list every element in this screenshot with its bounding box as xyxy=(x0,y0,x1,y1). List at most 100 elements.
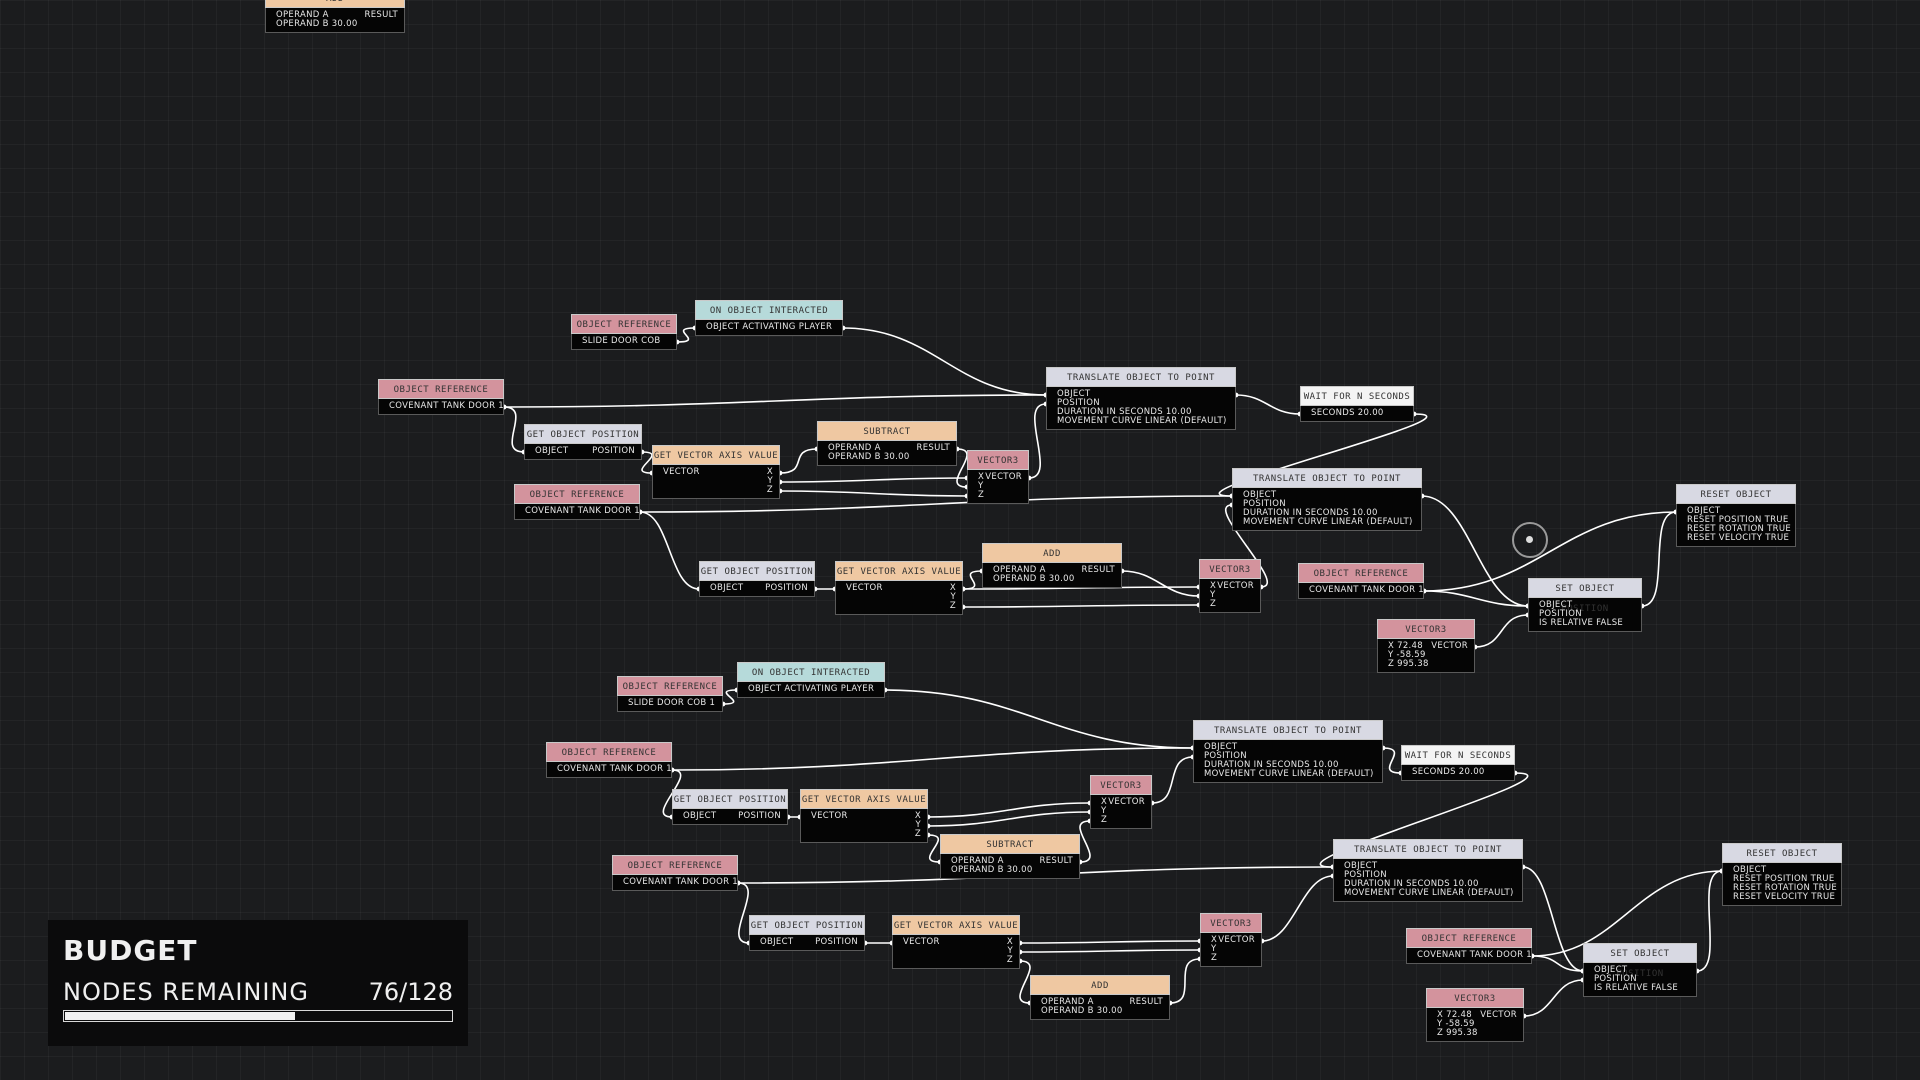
node-input-label: X xyxy=(1211,935,1218,945)
node-header[interactable]: RESET OBJECT xyxy=(1676,484,1796,504)
node-pin-row: Z xyxy=(1210,600,1254,609)
node-input-label: OPERAND B 30.00 xyxy=(276,19,358,29)
node-header[interactable]: TRANSLATE OBJECT TO POINT xyxy=(1333,839,1523,859)
node-header[interactable]: OBJECT REFERENCE xyxy=(514,484,640,504)
node-header[interactable]: WAIT FOR N SECONDS xyxy=(1401,745,1515,765)
node-body: COVENANT TANK DOOR 1 xyxy=(546,762,672,778)
node-pin-row: Y xyxy=(811,821,921,830)
node-wire xyxy=(503,394,1047,408)
node-header[interactable]: ADD xyxy=(265,0,405,8)
node-header[interactable]: ON OBJECT INTERACTED xyxy=(737,662,885,682)
node-output-label: RESULT xyxy=(364,10,398,20)
node-wire xyxy=(639,495,1233,513)
node-header[interactable]: OBJECT REFERENCE xyxy=(1298,563,1424,583)
node-header[interactable]: VECTOR3 xyxy=(1377,619,1475,639)
node-wire xyxy=(1382,747,1402,774)
node-input-label: RESET POSITION TRUE xyxy=(1687,515,1789,525)
node-header[interactable]: SET OBJECT POSITION xyxy=(1528,578,1642,614)
node-pin-row: SLIDE DOOR COB xyxy=(582,337,670,346)
node-header[interactable]: OBJECT REFERENCE xyxy=(612,855,738,875)
node-header[interactable]: VECTOR3 xyxy=(1426,988,1524,1008)
node-input-label: OBJECT xyxy=(1344,861,1378,871)
node-header[interactable]: GET OBJECT POSITION xyxy=(749,915,865,935)
node-header[interactable]: GET VECTOR AXIS VALUE xyxy=(892,915,1020,935)
graph-node-n-ref-slide1[interactable]: OBJECT REFERENCE SLIDE DOOR COB xyxy=(571,314,677,350)
node-header[interactable]: GET VECTOR AXIS VALUE xyxy=(800,789,928,809)
node-wire xyxy=(956,448,968,488)
node-header[interactable]: GET OBJECT POSITION xyxy=(524,424,642,444)
node-header[interactable]: TRANSLATE OBJECT TO POINT xyxy=(1232,468,1422,488)
node-header[interactable]: OBJECT REFERENCE xyxy=(1406,928,1532,948)
node-input-label: OBJECT xyxy=(710,583,744,593)
node-body: COVENANT TANK DOOR 1 xyxy=(1298,583,1424,599)
node-header[interactable]: SUBTRACT xyxy=(817,421,957,441)
node-header[interactable]: VECTOR3 xyxy=(1090,775,1152,795)
node-header[interactable]: WAIT FOR N SECONDS xyxy=(1300,386,1414,406)
node-header[interactable]: ON OBJECT INTERACTED xyxy=(695,300,843,320)
node-header[interactable]: GET VECTOR AXIS VALUE xyxy=(652,445,780,465)
graph-node-n-wait-b[interactable]: WAIT FOR N SECONDS SECONDS 20.00 xyxy=(1401,745,1515,781)
node-header[interactable]: TRANSLATE OBJECT TO POINT xyxy=(1046,367,1236,387)
node-header[interactable]: TRANSLATE OBJECT TO POINT xyxy=(1193,720,1383,740)
node-header[interactable]: OBJECT REFERENCE xyxy=(617,676,723,696)
node-header[interactable]: SET OBJECT POSITION xyxy=(1583,943,1697,979)
node-wire xyxy=(927,811,1091,827)
node-header[interactable]: VECTOR3 xyxy=(1199,559,1261,579)
node-header[interactable]: GET VECTOR AXIS VALUE xyxy=(835,561,963,581)
node-pin-row: SECONDS 20.00 xyxy=(1412,768,1508,777)
node-header[interactable]: OBJECT REFERENCE xyxy=(546,742,672,762)
node-header[interactable]: SUBTRACT xyxy=(940,834,1080,854)
node-header[interactable]: OBJECT REFERENCE xyxy=(571,314,677,334)
node-header[interactable]: ADD xyxy=(1030,975,1170,995)
node-header[interactable]: VECTOR3 xyxy=(967,450,1029,470)
node-header[interactable]: OBJECT REFERENCE xyxy=(378,379,504,399)
node-header[interactable]: VECTOR3 xyxy=(1200,913,1262,933)
node-input-label: RESET VELOCITY TRUE xyxy=(1733,892,1836,902)
node-header[interactable]: ADD xyxy=(982,543,1122,563)
node-pin-row: OBJECT xyxy=(1344,862,1516,871)
node-header[interactable]: GET OBJECT POSITION xyxy=(699,561,815,581)
node-header[interactable]: GET OBJECT POSITION xyxy=(672,789,788,809)
node-header[interactable]: RESET OBJECT xyxy=(1722,843,1842,863)
